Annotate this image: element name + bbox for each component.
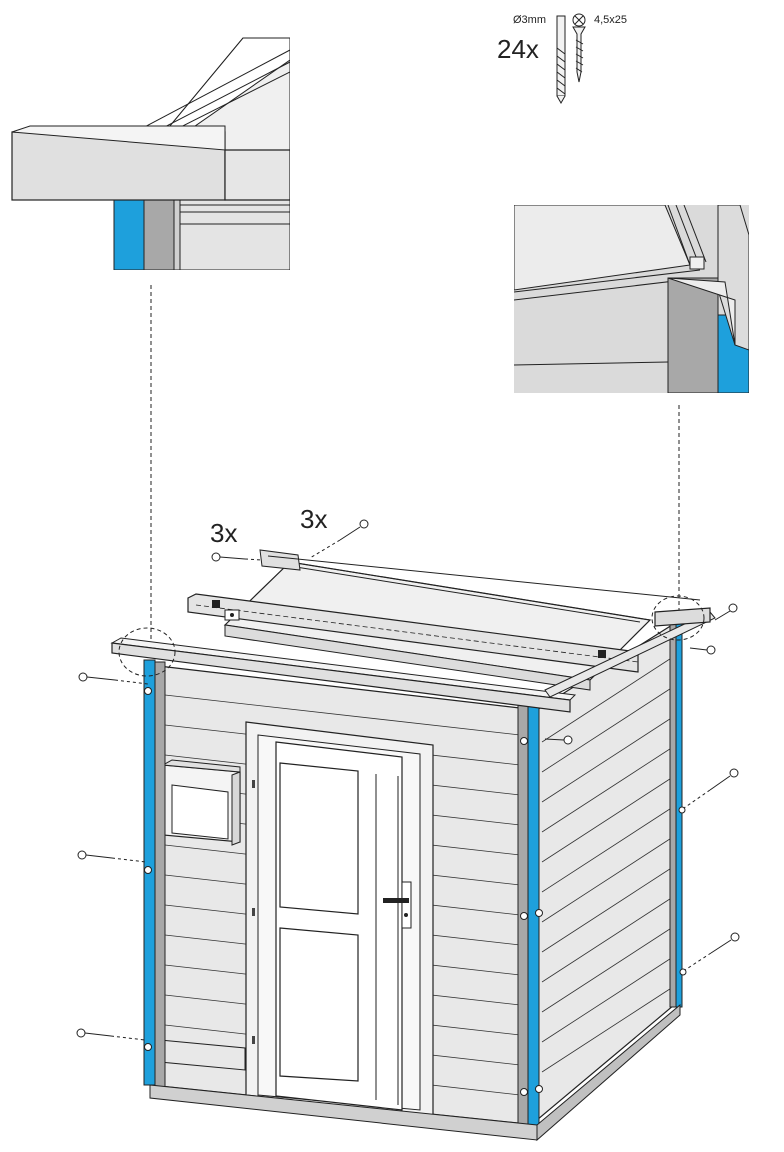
right-roof-screw-count: 3x xyxy=(300,504,327,534)
screw-size-label: 4,5x25 xyxy=(594,14,627,26)
shed xyxy=(110,549,716,1142)
corner-post-front-right xyxy=(517,704,529,1136)
left-corner-detail xyxy=(11,37,290,270)
door-glass-upper xyxy=(279,762,359,915)
drill-bit-icon xyxy=(556,15,566,105)
door-glass-lower xyxy=(279,927,359,1082)
screw-icon xyxy=(679,932,740,976)
screw-icon xyxy=(520,735,573,745)
screw-icon xyxy=(77,850,152,874)
screw-icon xyxy=(572,13,586,83)
screw-icon xyxy=(78,672,152,695)
screw-icon xyxy=(76,1028,152,1051)
screw-icon xyxy=(309,519,369,559)
hardware-legend: 24x Ø3mm 4,5x25 xyxy=(497,13,627,105)
door-handle-icon xyxy=(383,881,412,929)
right-corner-detail xyxy=(514,205,749,393)
screw-icon xyxy=(689,645,716,655)
screw-markers xyxy=(76,519,740,1096)
front-fascia-board xyxy=(111,642,571,713)
door xyxy=(275,741,412,1111)
screw-icon xyxy=(714,603,738,621)
screw-icon xyxy=(211,552,263,562)
hardware-quantity: 24x xyxy=(497,34,539,64)
left-roof-screw-count: 3x xyxy=(210,518,237,548)
screw-icon xyxy=(678,768,739,814)
mailbox-icon xyxy=(161,759,241,846)
drill-size-label: Ø3mm xyxy=(513,14,546,26)
